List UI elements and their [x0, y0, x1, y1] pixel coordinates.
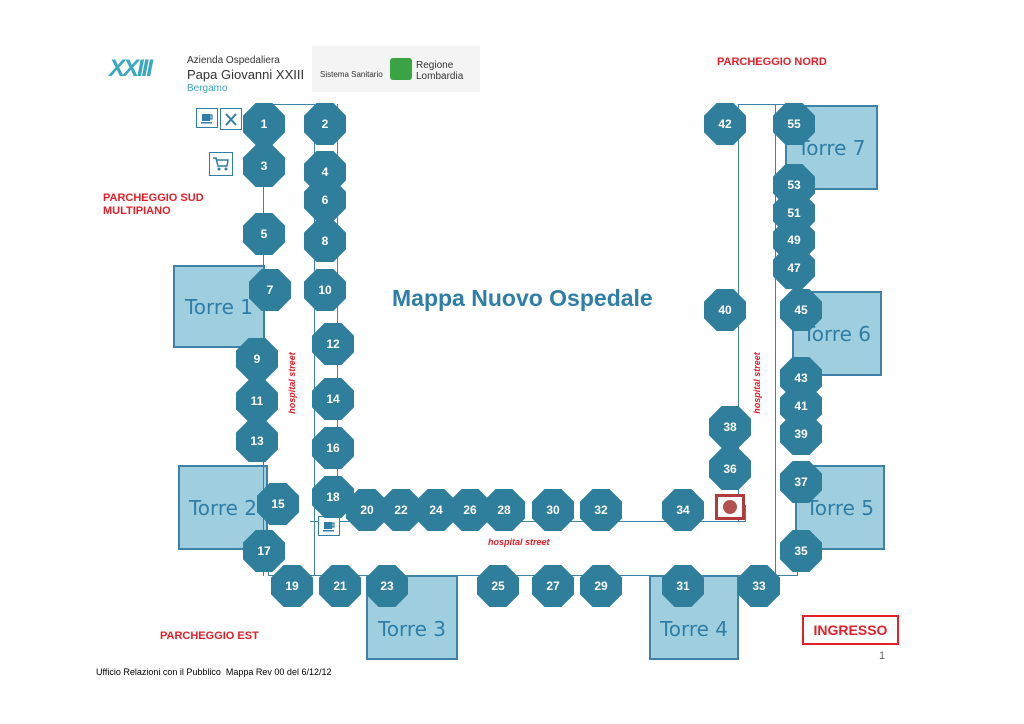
footer-note: Ufficio Relazioni con il Pubblico Mappa … — [96, 667, 332, 677]
elevator-22[interactable]: 22 — [380, 489, 422, 531]
hospital-logo: XXIII Azienda Ospedaliera Papa Giovanni … — [105, 50, 305, 100]
page-number: 1 — [879, 650, 886, 662]
elevator-27[interactable]: 27 — [532, 565, 574, 607]
region-name1: Regione — [416, 60, 454, 71]
elevator-21[interactable]: 21 — [319, 565, 361, 607]
elevator-31[interactable]: 31 — [662, 565, 704, 607]
elevator-43[interactable]: 43 — [780, 357, 822, 399]
elevator-37[interactable]: 37 — [780, 461, 822, 503]
elevator-33[interactable]: 33 — [738, 565, 780, 607]
restaurant-icon-right[interactable] — [715, 494, 745, 520]
elevator-19[interactable]: 19 — [271, 565, 313, 607]
tower-1[interactable]: Torre 1 — [173, 265, 265, 348]
elevator-1[interactable]: 1 — [243, 103, 285, 145]
coffee-icon[interactable] — [196, 108, 218, 128]
logo-city: Bergamo — [187, 83, 228, 94]
elevator-36[interactable]: 36 — [709, 448, 751, 490]
parking-north-label: PARCHEGGIO NORD — [717, 56, 827, 68]
elevator-11[interactable]: 11 — [236, 380, 278, 422]
elevator-15[interactable]: 15 — [257, 483, 299, 525]
tower-2[interactable]: Torre 2 — [178, 465, 268, 550]
elevator-8[interactable]: 8 — [304, 220, 346, 262]
elevator-5[interactable]: 5 — [243, 213, 285, 255]
elevator-16[interactable]: 16 — [312, 427, 354, 469]
elevator-53[interactable]: 53 — [773, 164, 815, 206]
elevator-12[interactable]: 12 — [312, 323, 354, 365]
parking-south-label-1: PARCHEGGIO SUD — [103, 192, 204, 204]
elevator-28[interactable]: 28 — [483, 489, 525, 531]
region-system: Sistema Sanitario — [320, 70, 383, 79]
parking-east-label: PARCHEGGIO EST — [160, 630, 259, 642]
street-label-right: hospital street — [752, 352, 762, 414]
elevator-14[interactable]: 14 — [312, 378, 354, 420]
elevator-25[interactable]: 25 — [477, 565, 519, 607]
elevator-40[interactable]: 40 — [704, 289, 746, 331]
street-label-left: hospital street — [287, 352, 297, 414]
elevator-29[interactable]: 29 — [580, 565, 622, 607]
elevator-23[interactable]: 23 — [366, 565, 408, 607]
elevator-2[interactable]: 2 — [304, 103, 346, 145]
corridor-right-top — [738, 104, 778, 106]
elevator-45[interactable]: 45 — [780, 289, 822, 331]
tower-5-label: Torre 5 — [805, 495, 875, 520]
restaurant-icon[interactable] — [220, 108, 242, 130]
elevator-7[interactable]: 7 — [249, 269, 291, 311]
parking-south-label-2: MULTIPIANO — [103, 205, 171, 217]
tower-3[interactable]: Torre 3 — [366, 575, 458, 660]
elevator-30[interactable]: 30 — [532, 489, 574, 531]
logo-mark: XXIII — [109, 55, 153, 82]
entrance-label[interactable]: INGRESSO — [802, 615, 899, 645]
elevator-10[interactable]: 10 — [304, 269, 346, 311]
elevator-3[interactable]: 3 — [243, 145, 285, 187]
region-name2: Lombardia — [416, 71, 464, 82]
tower-2-label: Torre 2 — [188, 495, 258, 520]
tower-1-label: Torre 1 — [184, 294, 254, 319]
tower-3-label: Torre 3 — [377, 616, 447, 641]
elevator-42[interactable]: 42 — [704, 103, 746, 145]
map-title: Mappa Nuovo Ospedale — [392, 285, 653, 311]
logo-line2: Papa Giovanni XXIII — [187, 67, 305, 82]
coffee-icon-bottom[interactable] — [318, 516, 340, 536]
elevator-6[interactable]: 6 — [304, 179, 346, 221]
elevator-34[interactable]: 34 — [662, 489, 704, 531]
shopping-cart-icon[interactable] — [209, 152, 233, 176]
street-label-bottom: hospital street — [488, 537, 550, 547]
logo-line1: Azienda Ospedaliera — [187, 55, 280, 66]
elevator-13[interactable]: 13 — [236, 420, 278, 462]
elevator-38[interactable]: 38 — [709, 406, 751, 448]
elevator-32[interactable]: 32 — [580, 489, 622, 531]
elevator-35[interactable]: 35 — [780, 530, 822, 572]
elevator-55[interactable]: 55 — [773, 103, 815, 145]
tower-4-label: Torre 4 — [659, 616, 729, 641]
region-cross-icon — [390, 58, 412, 80]
region-logo: Sistema Sanitario Regione Lombardia — [312, 46, 480, 92]
elevator-17[interactable]: 17 — [243, 530, 285, 572]
elevator-9[interactable]: 9 — [236, 338, 278, 380]
tower-7-label: Torre 7 — [797, 135, 866, 160]
